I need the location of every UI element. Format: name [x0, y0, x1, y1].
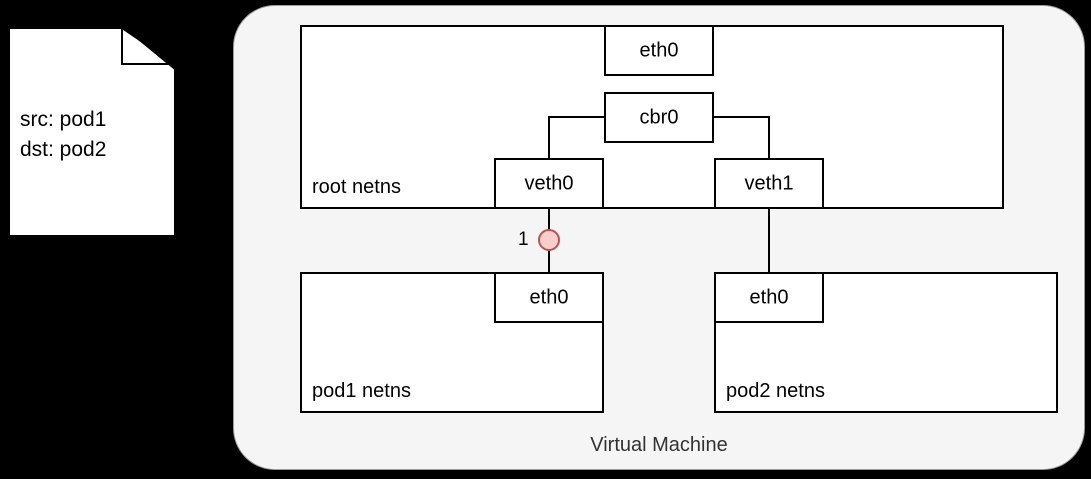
- packet-note: src: pod1 dst: pod2: [8, 27, 176, 237]
- step-marker-1-label: 1: [518, 229, 529, 250]
- connector-veth1-pod2eth0: [768, 207, 770, 274]
- connector-cbr0-veth0-horizontal: [549, 116, 606, 118]
- packet-note-text: src: pod1 dst: pod2: [20, 108, 107, 161]
- node-veth1-label: veth1: [744, 172, 794, 194]
- root-netns-label: root netns: [312, 176, 401, 198]
- node-pod1-eth0-label: eth0: [529, 286, 569, 308]
- node-pod2-eth0-label: eth0: [749, 286, 789, 308]
- step-marker-1: [538, 229, 560, 251]
- node-pod1-eth0: eth0: [494, 272, 604, 323]
- node-cbr0-label: cbr0: [639, 106, 679, 128]
- connector-cbr0-veth1-vertical: [768, 116, 770, 160]
- node-root-eth0: eth0: [604, 25, 714, 76]
- node-root-eth0-label: eth0: [639, 39, 679, 61]
- connector-cbr0-veth0-vertical: [548, 116, 550, 160]
- node-pod2-eth0: eth0: [714, 272, 824, 323]
- pod1-netns-label: pod1 netns: [312, 380, 411, 402]
- connector-cbr0-veth1-horizontal: [712, 116, 770, 118]
- node-veth0-label: veth0: [524, 172, 574, 194]
- pod1-netns-container: pod1 netns: [300, 272, 604, 413]
- node-veth0: veth0: [494, 158, 604, 209]
- node-veth1: veth1: [714, 158, 824, 209]
- pod2-netns-label: pod2 netns: [726, 380, 825, 402]
- virtual-machine-label: Virtual Machine: [590, 434, 728, 456]
- node-cbr0: cbr0: [604, 92, 714, 143]
